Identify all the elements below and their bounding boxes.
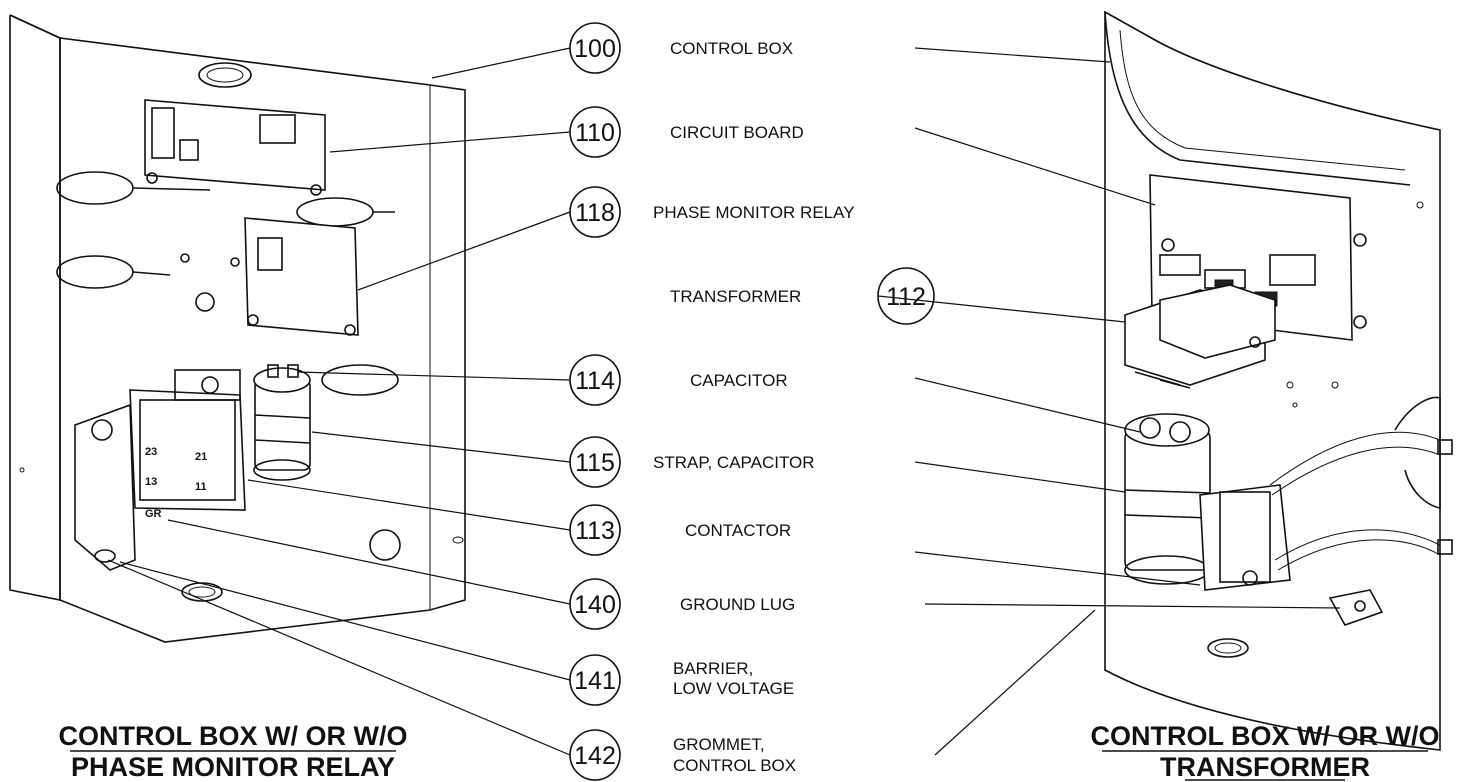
- left-capacitor: [253, 364, 311, 481]
- callout-113: 113 CONTACTOR: [569, 504, 791, 556]
- callout-114: 114 CAPACITOR: [569, 354, 788, 406]
- right-contactor: [1199, 484, 1291, 591]
- caption-right: CONTROL BOX W/ OR W/O TRANSFORMER: [1091, 721, 1440, 782]
- callout-114-label: CAPACITOR: [690, 371, 788, 390]
- callout-140-label: GROUND LUG: [680, 595, 795, 614]
- caption-left-line1: CONTROL BOX W/ OR W/O: [59, 721, 408, 751]
- left-circuit-board: [144, 99, 326, 191]
- caption-left: CONTROL BOX W/ OR W/O PHASE MONITOR RELA…: [59, 721, 408, 782]
- callout-118: 118 PHASE MONITOR RELAY: [569, 186, 855, 238]
- right-control-box-panel: [1104, 10, 1441, 751]
- left-low-voltage-barrier: [74, 403, 136, 571]
- right-capacitor: [1124, 413, 1211, 585]
- callout-141-label-line1: BARRIER,: [673, 659, 753, 678]
- terminal-11-label: 11: [195, 481, 207, 493]
- left-control-box-assembly: 23 21 13 11 GR: [9, 14, 466, 643]
- right-control-box-assembly: [1104, 10, 1453, 751]
- callout-115: 115 STRAP, CAPACITOR: [569, 436, 815, 488]
- callout-115-label: STRAP, CAPACITOR: [653, 453, 815, 472]
- callout-141-label-line2: LOW VOLTAGE: [673, 679, 794, 698]
- callout-112: 112 TRANSFORMER: [670, 267, 935, 325]
- caption-right-line1: CONTROL BOX W/ OR W/O: [1091, 721, 1440, 751]
- callout-118-label: PHASE MONITOR RELAY: [653, 203, 855, 222]
- callout-113-number: 113: [575, 517, 615, 545]
- callout-110-label: CIRCUIT BOARD: [670, 123, 804, 142]
- terminal-23-label: 23: [145, 446, 157, 458]
- callout-100: 100 CONTROL BOX: [569, 22, 793, 74]
- callout-115-number: 115: [575, 449, 615, 477]
- callout-list: 100 CONTROL BOX 110 CIRCUIT BOARD 118 PH…: [569, 22, 935, 781]
- callout-142: 142 GROMMET, CONTROL BOX: [569, 729, 796, 781]
- right-ground-lug: [1328, 589, 1384, 626]
- caption-left-line2: PHASE MONITOR RELAY: [71, 752, 395, 782]
- terminal-gr-label: GR: [145, 508, 162, 520]
- right-transformer: [1124, 284, 1276, 389]
- callout-112-label: TRANSFORMER: [670, 287, 801, 306]
- callout-142-number: 142: [574, 742, 616, 770]
- terminal-13-label: 13: [145, 476, 157, 488]
- callout-142-label-line2: CONTROL BOX: [673, 756, 796, 775]
- callout-110-number: 110: [575, 119, 615, 147]
- caption-right-line2: TRANSFORMER: [1160, 752, 1370, 782]
- callout-142-label-line1: GROMMET,: [673, 735, 765, 754]
- leader-lines: [107, 47, 1341, 756]
- left-contactor: 23 21 13 11 GR: [129, 369, 246, 520]
- callout-100-label: CONTROL BOX: [670, 39, 793, 58]
- terminal-21-label: 21: [195, 451, 207, 463]
- callout-140-number: 140: [574, 591, 616, 619]
- left-phase-monitor-relay: [244, 217, 359, 336]
- callout-100-number: 100: [574, 35, 616, 63]
- callout-140: 140 GROUND LUG: [569, 578, 795, 630]
- callout-113-label: CONTACTOR: [685, 521, 791, 540]
- callout-114-number: 114: [575, 367, 615, 395]
- callout-141-number: 141: [574, 667, 616, 695]
- callout-141: 141 BARRIER, LOW VOLTAGE: [569, 654, 794, 706]
- callout-110: 110 CIRCUIT BOARD: [569, 106, 804, 158]
- callout-118-number: 118: [575, 199, 615, 227]
